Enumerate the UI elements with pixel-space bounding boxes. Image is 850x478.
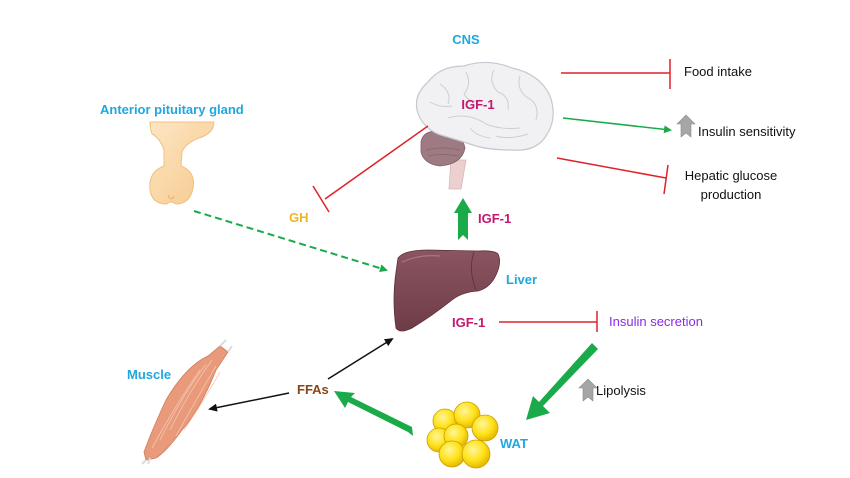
food-intake-label: Food intake [684, 64, 752, 79]
igf1-up-label: IGF-1 [478, 211, 512, 226]
liver-icon [393, 249, 500, 332]
cns-igf1-label: IGF-1 [461, 97, 495, 112]
gh-to-liver-arrow [193, 210, 388, 273]
inhibit-insulin-secretion [499, 311, 598, 332]
wat-label: WAT [500, 436, 528, 451]
inhibit-gh [312, 125, 429, 213]
lipolysis-label: Lipolysis [596, 383, 646, 398]
gh-label: GH [289, 210, 309, 225]
pituitary-label: Anterior pituitary gland [100, 102, 244, 117]
ffas-to-liver-arrow [327, 337, 394, 380]
ffas-label: FFAs [297, 382, 329, 397]
muscle-icon [141, 339, 233, 465]
wat-to-ffas-arrow [334, 391, 413, 436]
inhibit-hepatic-glucose [556, 157, 669, 195]
pituitary-gland-icon [149, 121, 215, 205]
inhibit-food-intake [561, 59, 671, 89]
insulin-to-wat-arrow [526, 343, 598, 420]
liver-igf1-label: IGF-1 [452, 315, 486, 330]
liver-to-cns-igf1-arrow [454, 198, 472, 240]
liver-label: Liver [506, 272, 538, 287]
adipose-tissue-icon [426, 401, 499, 469]
ffas-to-muscle-arrow [208, 392, 290, 412]
lipolysis-increase-icon [578, 378, 598, 402]
muscle-label: Muscle [127, 367, 172, 382]
insulin-secretion-label: Insulin secretion [609, 314, 703, 329]
brain-icon [415, 61, 554, 190]
stimulate-insulin-sensitivity [562, 117, 672, 134]
cns-label: CNS [452, 32, 480, 47]
hepatic-glucose-label-line1: Hepatic glucose [684, 168, 778, 183]
insulin-sensitivity-increase-icon [676, 114, 696, 138]
hepatic-glucose-label-line2: production [700, 187, 762, 202]
insulin-sensitivity-label: Insulin sensitivity [698, 124, 796, 139]
